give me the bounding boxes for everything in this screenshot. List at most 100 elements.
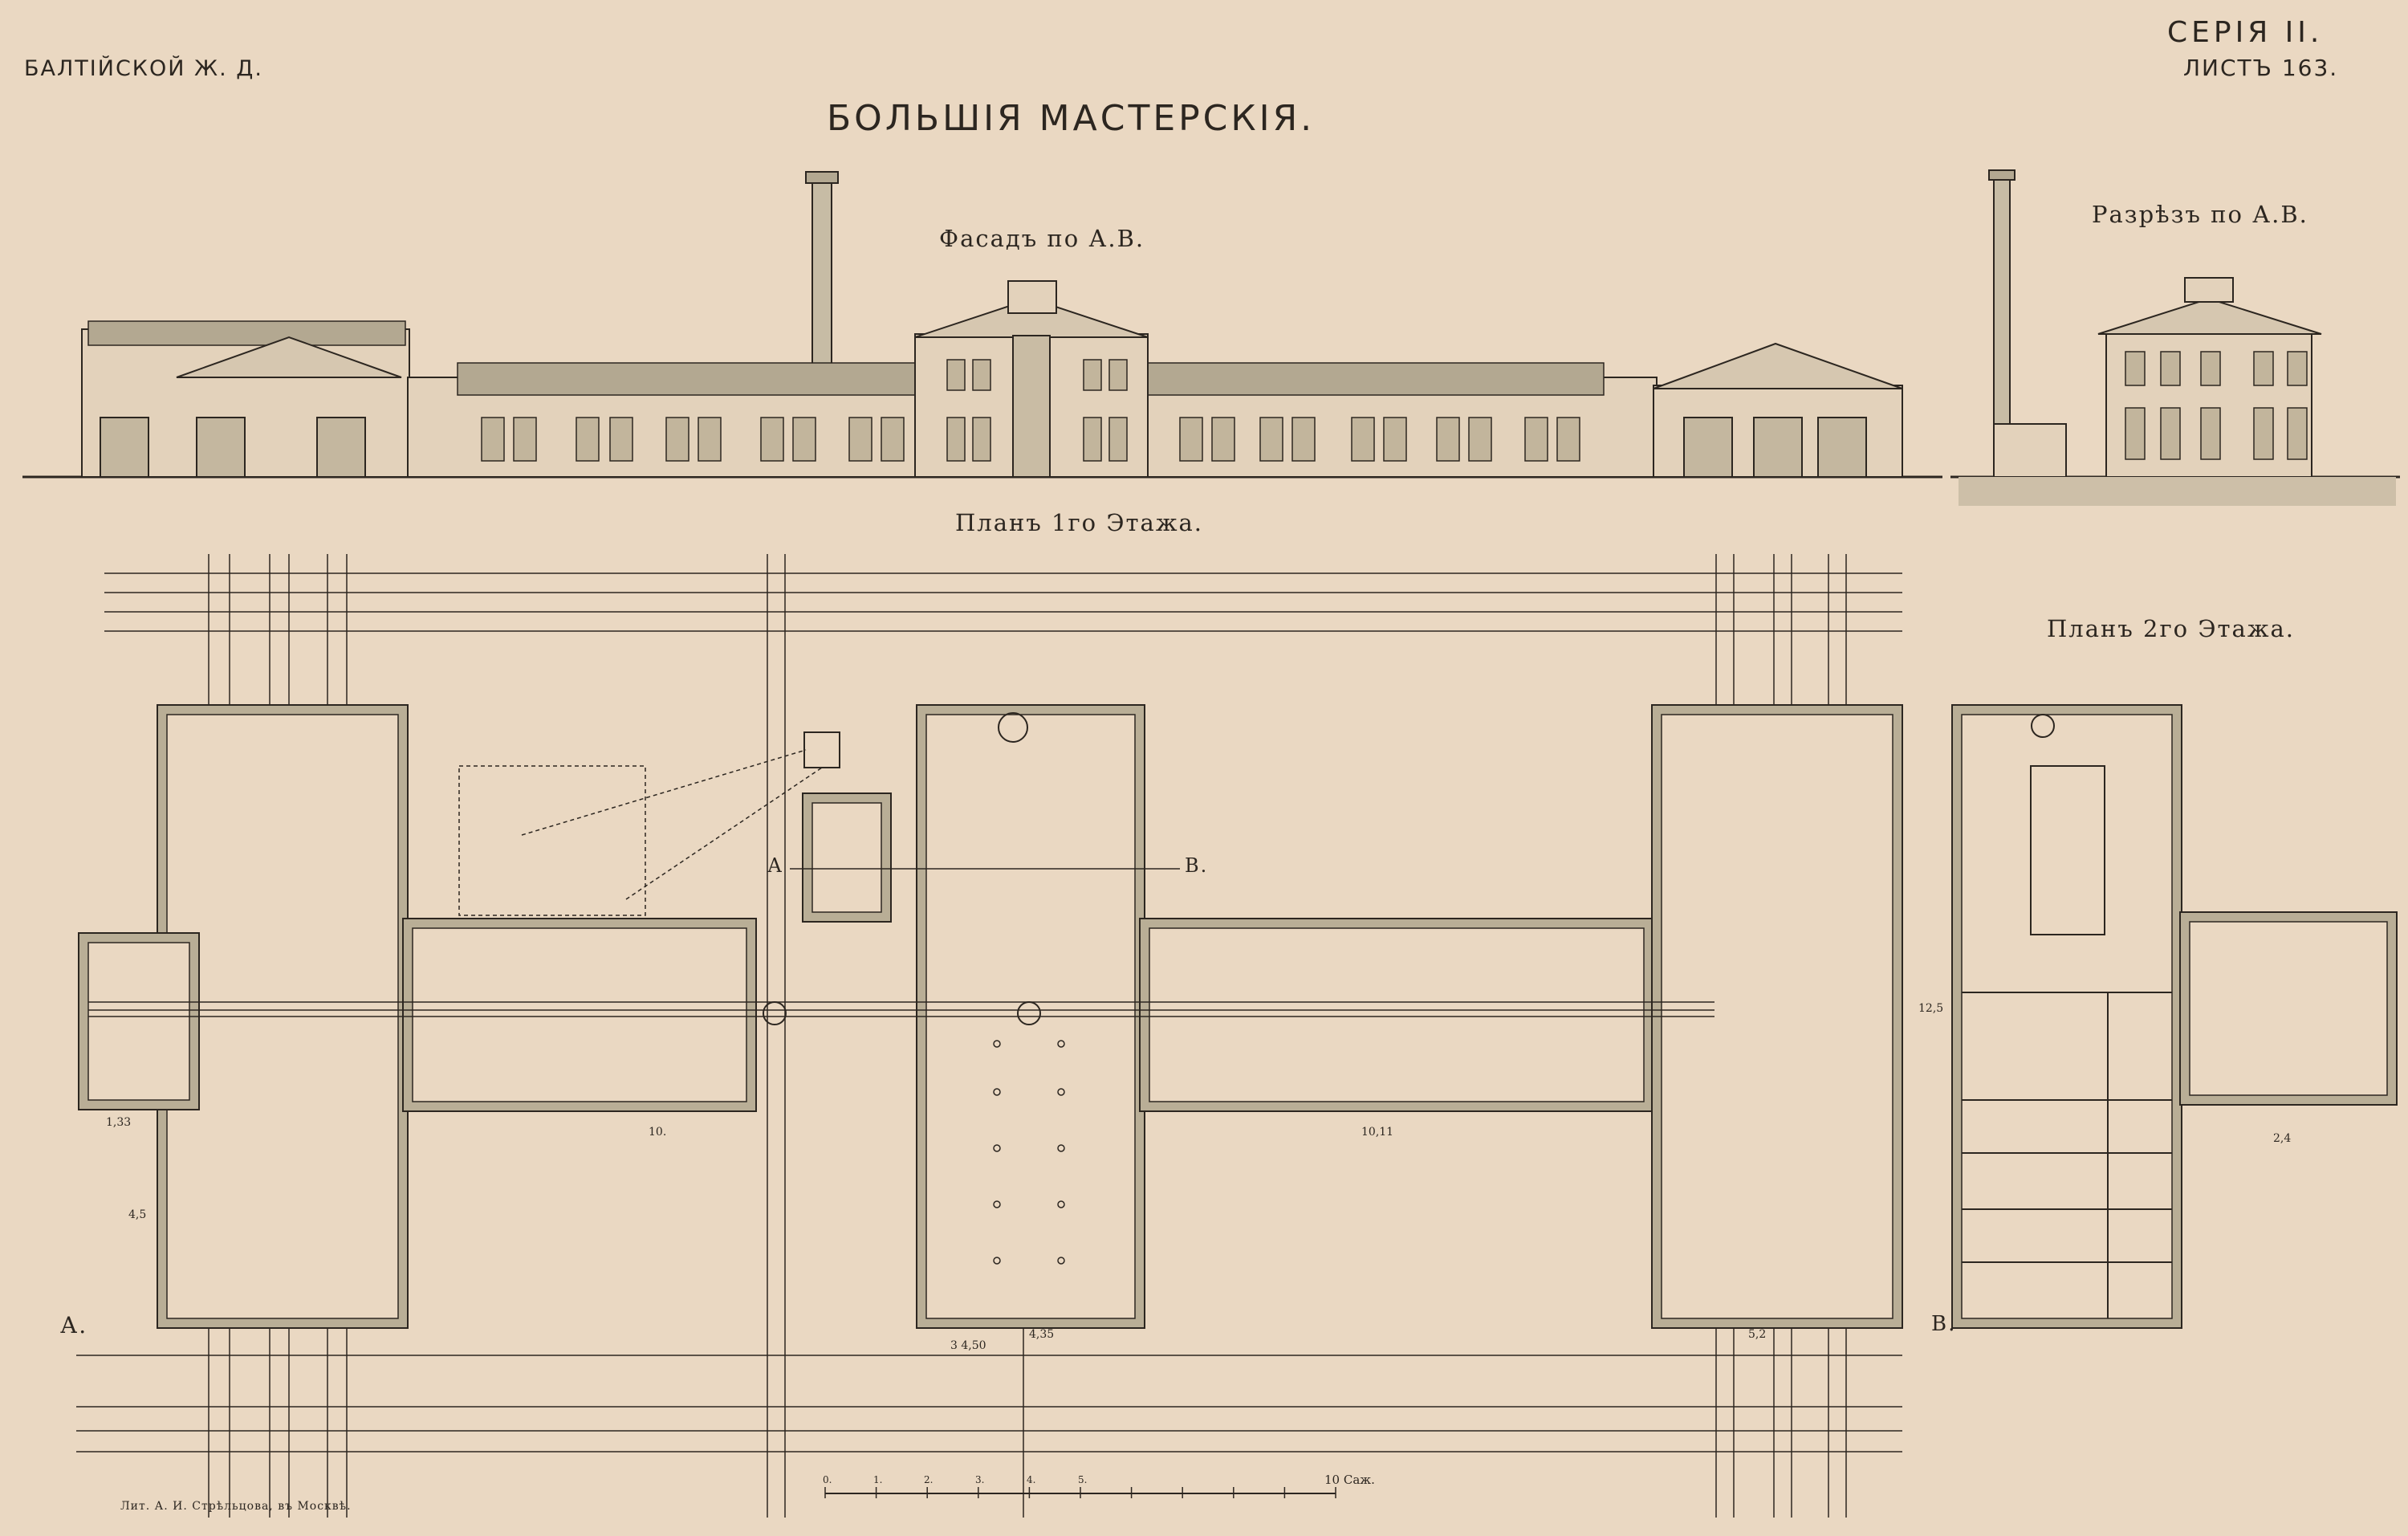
hall-window <box>1468 417 1492 462</box>
drawing-title: БОЛЬШІЯ МАСТЕРСКІЯ. <box>827 98 1316 139</box>
publisher-credit: Лит. А. И. Стрѣльцова, въ Москвѣ. <box>120 1500 352 1513</box>
dim-1: 1,33 <box>106 1116 132 1129</box>
left-wing-roof <box>87 320 406 346</box>
west-hall-roof <box>457 362 917 396</box>
column <box>1057 1200 1065 1208</box>
column <box>993 1200 1001 1208</box>
dim-8: 12,5 <box>1918 1002 1944 1015</box>
cut-room-floor <box>811 802 882 913</box>
left-wing-gable <box>176 336 402 378</box>
facade-elevation <box>22 171 1942 479</box>
section-gable <box>2097 297 2322 335</box>
turntable <box>1017 1001 1041 1025</box>
column <box>993 1040 1001 1048</box>
label-a-left: А. <box>60 1312 88 1338</box>
central-upper-window <box>972 359 991 391</box>
label-b-bottom: В. <box>1931 1312 1957 1336</box>
upper-hall-frame <box>2030 765 2105 935</box>
hall-window <box>760 417 784 462</box>
hall-window <box>1524 417 1548 462</box>
ground-floor-plan <box>76 554 1903 1518</box>
central-lower-window <box>1083 417 1102 462</box>
dim-5: 3 4,50 <box>950 1339 986 1352</box>
section-foundation <box>1959 477 2396 506</box>
hall-window <box>1211 417 1235 462</box>
section-lower-window <box>2125 407 2146 460</box>
scale-tick-5: 5. <box>1078 1474 1088 1485</box>
chimney-cap <box>805 171 839 184</box>
chimney <box>811 174 832 383</box>
plan1-title: Планъ 1го Этажа. <box>955 509 1204 536</box>
hall-window <box>1291 417 1316 462</box>
scale-tick-0: 0. <box>823 1474 832 1485</box>
central-upper-window <box>946 359 966 391</box>
right-wing-gable <box>1653 342 1903 389</box>
central-lower-window <box>1108 417 1128 462</box>
section-upper-window <box>2160 351 2181 386</box>
section-upper-window <box>2125 351 2146 386</box>
hall-window <box>576 417 600 462</box>
scale-tick-3: 3. <box>975 1474 985 1485</box>
scale-tick-1: 1. <box>873 1474 883 1485</box>
upper-floor-plan <box>1951 704 2398 1329</box>
hall-window <box>1556 417 1580 462</box>
right-arch-door <box>1683 417 1733 478</box>
central-door <box>1012 335 1051 478</box>
central-upper-window <box>1108 359 1128 391</box>
hall-window <box>1436 417 1460 462</box>
plan2-title: Планъ 2го Этажа. <box>2047 615 2296 642</box>
series-label: СЕРІЯ II. <box>2167 16 2324 49</box>
left-arch-door <box>316 417 366 478</box>
central-lower-window <box>946 417 966 462</box>
left-arch-door <box>196 417 246 478</box>
hall-window <box>848 417 872 462</box>
dim-6: 4,35 <box>1029 1328 1055 1341</box>
section-upper-window <box>2200 351 2221 386</box>
section-upper-window <box>2253 351 2274 386</box>
stair-rosette <box>998 712 1028 743</box>
scale-bar <box>824 1487 1336 1498</box>
hall-window <box>698 417 722 462</box>
central-lower-window <box>972 417 991 462</box>
hall-window <box>513 417 537 462</box>
column <box>993 1088 1001 1096</box>
section-gable-top <box>2184 277 2234 303</box>
dim-2: 10. <box>649 1126 667 1139</box>
section-upper-window <box>2287 351 2308 386</box>
hall-window <box>1259 417 1283 462</box>
left-arch-door <box>100 417 149 478</box>
sheet-number: ЛИСТЪ 163. <box>2183 55 2339 81</box>
column <box>1057 1040 1065 1048</box>
hall-window <box>881 417 905 462</box>
hall-window <box>481 417 505 462</box>
upper-building-floor <box>1961 714 2173 1319</box>
upper-rosette <box>2031 714 2055 738</box>
scale-tick-2: 2. <box>924 1474 934 1485</box>
section-boiler-house <box>1993 423 2067 478</box>
column <box>1057 1257 1065 1265</box>
section-lower-window <box>2200 407 2221 460</box>
scale-end-label: 10 Саж. <box>1324 1473 1375 1487</box>
dim-3: 10,11 <box>1361 1126 1394 1139</box>
dim-9: 2,4 <box>2273 1132 2292 1145</box>
column <box>1057 1144 1065 1152</box>
hall-window <box>1179 417 1203 462</box>
section-lower-window <box>2160 407 2181 460</box>
turntable <box>763 1001 787 1025</box>
cross-section <box>1950 169 2400 506</box>
section-lower-window <box>2253 407 2274 460</box>
flue-duct <box>625 767 823 900</box>
west-annex-floor <box>87 942 190 1101</box>
boiler-enclosure <box>458 765 646 916</box>
column <box>993 1144 1001 1152</box>
scale-tick-4: 4. <box>1027 1474 1036 1485</box>
west-corridor-floor <box>412 927 747 1102</box>
section-chimney <box>1993 174 2011 433</box>
right-arch-door <box>1753 417 1803 478</box>
column <box>993 1257 1001 1265</box>
hall-window <box>609 417 633 462</box>
hall-window <box>665 417 689 462</box>
hall-window <box>1383 417 1407 462</box>
